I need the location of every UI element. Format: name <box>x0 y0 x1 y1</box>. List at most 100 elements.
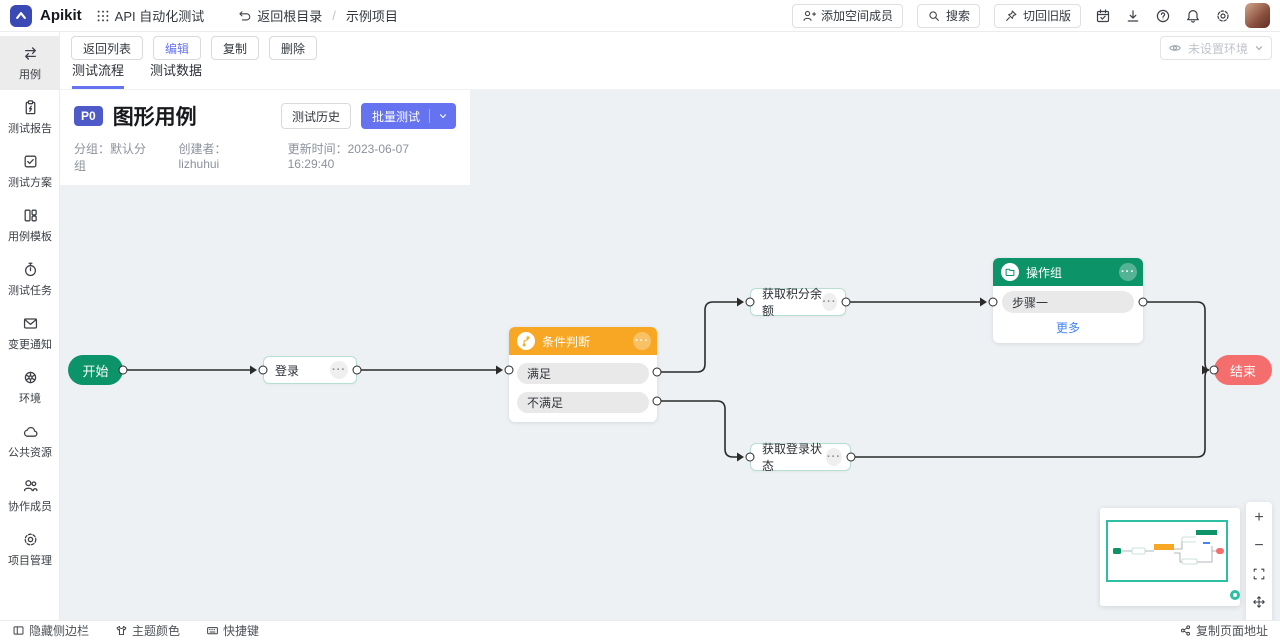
template-icon <box>24 209 37 222</box>
sidebar-item-case-template[interactable]: 用例模板 <box>0 198 60 252</box>
case-header-card: P0 图形用例 测试历史 批量测试 分组：默认分组 创建者：lizhuhui 更… <box>60 90 470 185</box>
node-end[interactable]: 结束 <box>1214 355 1272 385</box>
pin-icon <box>1006 10 1017 21</box>
left-sidebar: 用例 测试报告 测试方案 用例模板 测试任务 变更通知 环境 公共资源 协作成员… <box>0 32 60 620</box>
case-meta: 分组：默认分组 创建者：lizhuhui 更新时间：2023-06-07 16:… <box>74 140 456 174</box>
case-toolbar: 返回列表 编辑 复制 删除 未设置环境 <box>60 32 1280 64</box>
notification-bell-icon[interactable] <box>1185 8 1201 24</box>
shortcut-keys-button[interactable]: 快捷键 <box>206 622 259 639</box>
case-updated: 更新时间：2023-06-07 16:29:40 <box>287 142 410 171</box>
sidebar-item-test-report[interactable]: 测试报告 <box>0 90 60 144</box>
fit-screen-button[interactable] <box>1250 565 1268 583</box>
node-more-button[interactable]: ··· <box>633 332 651 350</box>
sidebar-item-change-notice[interactable]: 变更通知 <box>0 306 60 360</box>
theme-color-button[interactable]: 主题颜色 <box>115 622 180 639</box>
zoom-in-button[interactable]: + <box>1254 509 1264 526</box>
members-icon <box>23 480 38 492</box>
case-group: 分组：默认分组 <box>74 142 147 173</box>
port[interactable] <box>258 365 268 375</box>
search-icon <box>929 10 939 21</box>
download-icon[interactable] <box>1125 8 1141 24</box>
sidebar-item-test-plan[interactable]: 测试方案 <box>0 144 60 198</box>
breadcrumb-project[interactable]: 示例项目 <box>345 9 398 24</box>
node-more-button[interactable]: ··· <box>1119 263 1137 281</box>
node-operation-group[interactable]: 操作组 ··· 步骤一 更多 <box>993 258 1143 343</box>
port[interactable] <box>504 365 514 375</box>
case-creator: 创建者：lizhuhui <box>178 142 227 171</box>
sidebar-panel-icon <box>13 626 24 635</box>
node-start[interactable]: 开始 <box>68 355 123 385</box>
step-one[interactable]: 步骤一 <box>1002 291 1134 313</box>
tab-test-data[interactable]: 测试数据 <box>150 63 203 78</box>
operation-group-title: 操作组 <box>1026 265 1063 280</box>
port[interactable] <box>652 396 662 406</box>
breadcrumb-separator: / <box>332 8 336 23</box>
add-member-button[interactable]: 添加空间成员 <box>791 3 903 28</box>
edit-button[interactable]: 编辑 <box>153 36 202 60</box>
help-icon[interactable] <box>1155 8 1171 24</box>
environment-placeholder: 未设置环境 <box>1188 41 1249 56</box>
user-avatar[interactable] <box>1245 3 1270 28</box>
port[interactable] <box>652 367 662 377</box>
sidebar-item-collaborators[interactable]: 协作成员 <box>0 468 60 522</box>
minimap-viewport[interactable] <box>1106 520 1240 600</box>
copy-button[interactable]: 复制 <box>211 36 260 60</box>
folder-icon <box>1001 263 1019 281</box>
port[interactable] <box>1138 297 1148 307</box>
apikit-logo-icon[interactable] <box>10 4 32 27</box>
hide-sidebar-toggle[interactable]: 隐藏侧边栏 <box>12 622 89 639</box>
branch-satisfied[interactable]: 满足 <box>517 363 649 384</box>
topbar: Apikit API 自动化测试 返回根目录 / 示例项目 添加空间成员 搜索 … <box>0 0 1280 32</box>
mail-icon <box>23 318 37 329</box>
settings-gear-icon[interactable] <box>1215 8 1231 24</box>
zoom-out-button[interactable]: − <box>1254 537 1264 554</box>
delete-button[interactable]: 删除 <box>269 36 318 60</box>
pan-move-button[interactable] <box>1250 593 1268 611</box>
port[interactable] <box>841 297 851 307</box>
node-more-button[interactable]: ··· <box>330 361 348 379</box>
port[interactable] <box>118 365 128 375</box>
batch-test-dropdown[interactable] <box>430 111 456 121</box>
back-to-list-button[interactable]: 返回列表 <box>71 36 144 60</box>
port[interactable] <box>352 365 362 375</box>
sidebar-item-test-task[interactable]: 测试任务 <box>0 252 60 306</box>
port[interactable] <box>745 452 755 462</box>
node-login[interactable]: 登录 ··· <box>263 356 357 384</box>
sidebar-item-public-resource[interactable]: 公共资源 <box>0 414 60 468</box>
tab-test-flow[interactable]: 测试流程 <box>72 60 125 89</box>
sidebar-item-environment[interactable]: 环境 <box>0 360 60 414</box>
copy-page-url-button[interactable]: 复制页面地址 <box>1179 622 1268 639</box>
port[interactable] <box>1209 365 1219 375</box>
search-button[interactable]: 搜索 <box>916 3 980 28</box>
flow-canvas[interactable]: P0 图形用例 测试历史 批量测试 分组：默认分组 创建者：lizhuhui 更… <box>60 90 1280 620</box>
case-title: 图形用例 <box>112 106 197 129</box>
batch-test-button[interactable]: 批量测试 <box>360 103 456 129</box>
port[interactable] <box>846 452 856 462</box>
more-steps-link[interactable]: 更多 <box>1055 321 1080 335</box>
test-history-button[interactable]: 测试历史 <box>280 103 351 129</box>
workspace-name: API 自动化测试 <box>114 9 205 24</box>
minimap-resize-handle[interactable] <box>1230 590 1240 600</box>
report-icon <box>25 100 35 115</box>
port[interactable] <box>745 297 755 307</box>
canvas-controls: + − A <box>1246 502 1272 620</box>
back-icon <box>239 10 251 20</box>
workspace-switcher[interactable]: API 自动化测试 <box>96 6 205 25</box>
eye-icon <box>1169 45 1181 51</box>
node-get-points[interactable]: 获取积分余额 ··· <box>750 287 846 318</box>
node-more-button[interactable]: ··· <box>826 448 842 466</box>
back-to-root[interactable]: 返回根目录 <box>238 6 322 25</box>
node-condition[interactable]: 条件判断 ··· 满足 不满足 <box>509 327 657 422</box>
minimap <box>1100 508 1240 606</box>
sidebar-item-project-management[interactable]: 项目管理 <box>0 522 60 576</box>
environment-select[interactable]: 未设置环境 <box>1160 36 1272 60</box>
switch-old-version-button[interactable]: 切回旧版 <box>993 3 1081 28</box>
sidebar-item-cases[interactable]: 用例 <box>0 36 60 90</box>
node-get-login-status[interactable]: 获取登录状态 ··· <box>750 442 851 473</box>
port[interactable] <box>988 297 998 307</box>
branch-not-satisfied[interactable]: 不满足 <box>517 392 649 413</box>
plan-icon <box>24 155 36 168</box>
node-more-button[interactable]: ··· <box>822 293 837 311</box>
priority-badge: P0 <box>74 106 103 126</box>
schedule-icon[interactable] <box>1095 8 1111 24</box>
